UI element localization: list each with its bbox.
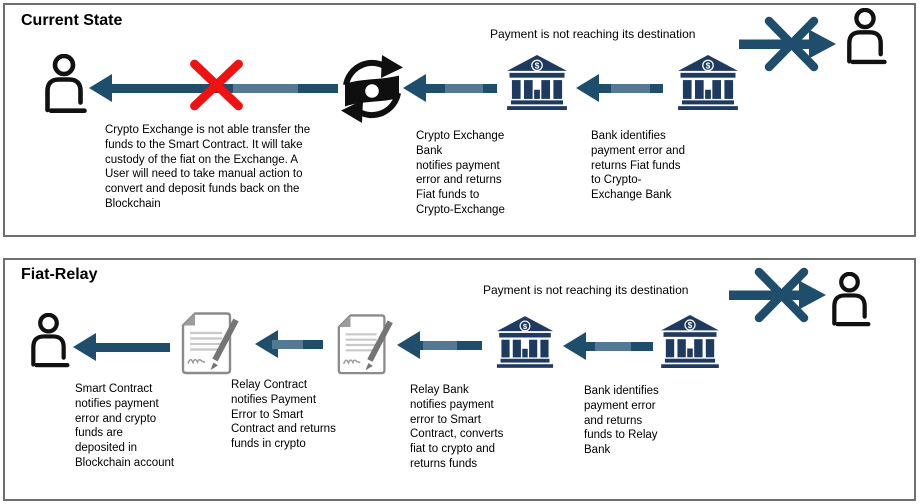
note-relay-bank: Relay Bank notifies payment error to Sma… [410,384,504,470]
warning-text: Payment is not reaching its destination [483,283,689,297]
panel-current-state: Current State Payment is not reaching it… [3,3,916,237]
blocked-arrow-icon [738,13,838,75]
flow-arrow-left [397,331,482,359]
arrow-highlight [233,84,299,93]
contract-icon [332,313,400,377]
arrow-head [576,74,599,102]
person-icon [41,54,87,116]
blocked-arrow-icon [728,264,828,326]
note-relay-contract: Relay Contract notifies Payment Error to… [231,379,336,451]
arrow-head [255,330,278,358]
flow-arrow-left [576,74,663,102]
panel-title: Current State [21,12,123,29]
flow-arrow-left [563,332,653,360]
arrow-head [397,331,420,359]
arrow-highlight [445,84,483,93]
dollar-glyph: $ [523,322,528,331]
bank-icon: $ [660,315,720,368]
arrow-head [89,74,112,102]
arrow-tail [94,342,170,352]
person-icon [843,8,887,67]
note-bank: Bank identifies payment error and return… [584,385,659,457]
dollar-glyph: $ [706,62,711,71]
contract-icon [176,311,246,377]
person-icon [27,313,70,370]
person-icon [828,272,871,329]
panel-title: Fiat-Relay [21,266,98,283]
currency-exchange-icon [335,54,409,124]
flow-arrow-left [255,330,323,358]
bank-icon: $ [496,316,554,368]
arrow-head [403,74,426,102]
dollar-glyph: $ [535,62,540,71]
flow-arrow-left [403,74,497,102]
error-x-icon [188,59,245,111]
arrow-head [563,332,586,360]
arrow-highlight [272,340,303,349]
arrow-highlight [594,342,631,351]
arrow-highlight [422,341,457,350]
dollar-glyph: $ [688,321,693,330]
panel-fiat-relay: Fiat-Relay Payment is not reaching its d… [3,258,916,501]
note-crypto-exchange: Crypto Exchange is not able transfer the… [105,124,311,210]
bank-icon: $ [506,55,568,110]
warning-text: Payment is not reaching its destination [490,27,696,41]
note-crypto-exchange-bank: Crypto Exchange Bank notifies payment er… [416,130,505,216]
arrow-head [73,333,96,361]
note-bank: Bank identifies payment error and return… [591,130,685,202]
arrow-highlight [610,84,650,93]
flow-arrow-left [73,333,170,361]
note-smart-contract: Smart Contract notifies payment error an… [75,383,175,469]
bank-icon: $ [677,55,739,110]
